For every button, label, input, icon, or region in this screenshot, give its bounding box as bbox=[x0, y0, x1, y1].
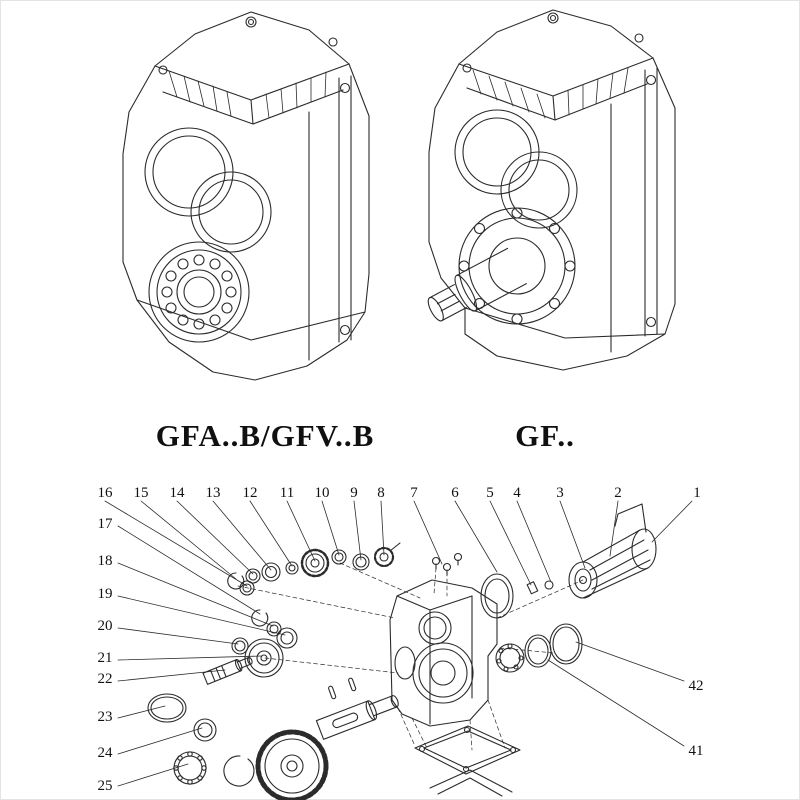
callout-42: 42 bbox=[689, 678, 704, 694]
callout-6: 6 bbox=[451, 485, 459, 501]
callout-2: 2 bbox=[614, 485, 622, 501]
model-label-left: GFA..B/GFV..B bbox=[155, 418, 375, 453]
callout-numbers: 16 15 14 13 12 11 10 9 8 7 6 5 4 3 2 1 1… bbox=[98, 485, 704, 794]
callout-8: 8 bbox=[377, 485, 385, 501]
alignment-lines bbox=[237, 562, 584, 751]
callout-16: 16 bbox=[98, 485, 114, 501]
intermediate-gear-cluster bbox=[202, 609, 298, 685]
model-label-right: GF.. bbox=[515, 418, 575, 453]
callout-15: 15 bbox=[134, 485, 149, 501]
callout-9: 9 bbox=[350, 485, 358, 501]
callout-14: 14 bbox=[170, 485, 186, 501]
input-side-small-parts bbox=[431, 552, 554, 619]
exploded-parts-diagram: 16 15 14 13 12 11 10 9 8 7 6 5 4 3 2 1 1… bbox=[98, 485, 704, 800]
right-gearbox-drawing bbox=[427, 9, 676, 371]
callout-25: 25 bbox=[98, 778, 113, 794]
upper-shaft-parts-chain bbox=[227, 542, 401, 596]
right-gearbox-bores bbox=[454, 109, 578, 229]
gear-housing bbox=[389, 579, 498, 727]
seal-and-bearing-parts bbox=[147, 693, 255, 787]
callout-20: 20 bbox=[98, 618, 113, 634]
callout-22: 22 bbox=[98, 671, 113, 687]
left-gearbox-bores bbox=[144, 127, 272, 253]
callout-1: 1 bbox=[693, 485, 701, 501]
right-gearbox-output-flange bbox=[458, 207, 576, 325]
left-gearbox-hollow-shaft-bearing bbox=[148, 241, 250, 343]
callout-18: 18 bbox=[98, 553, 113, 569]
callout-7: 7 bbox=[410, 485, 418, 501]
callout-10: 10 bbox=[315, 485, 330, 501]
callout-11: 11 bbox=[280, 485, 294, 501]
callout-41: 41 bbox=[689, 743, 704, 759]
callout-23: 23 bbox=[98, 709, 113, 725]
left-gearbox-cooling-fins bbox=[168, 70, 327, 119]
callout-13: 13 bbox=[206, 485, 221, 501]
callout-4: 4 bbox=[513, 485, 521, 501]
left-gearbox-drawing bbox=[122, 11, 370, 381]
bottom-cover-plates bbox=[414, 725, 521, 797]
left-gearbox-outline bbox=[122, 11, 370, 381]
right-gearbox-output-shaft bbox=[427, 247, 527, 322]
callout-24: 24 bbox=[98, 745, 114, 761]
output-gear-and-shaft bbox=[255, 677, 399, 800]
callout-5: 5 bbox=[486, 485, 494, 501]
left-gearbox-flange-edge bbox=[338, 75, 352, 343]
right-gearbox-cooling-fins bbox=[472, 67, 629, 119]
right-gearbox-outline bbox=[428, 9, 676, 371]
output-side-rings bbox=[495, 623, 583, 673]
callout-3: 3 bbox=[556, 485, 564, 501]
callout-19: 19 bbox=[98, 586, 113, 602]
right-gearbox-flange-edge bbox=[644, 67, 658, 337]
callout-17: 17 bbox=[98, 516, 114, 532]
callout-21: 21 bbox=[98, 650, 113, 666]
callout-12: 12 bbox=[243, 485, 258, 501]
input-motor-unit bbox=[568, 503, 657, 599]
